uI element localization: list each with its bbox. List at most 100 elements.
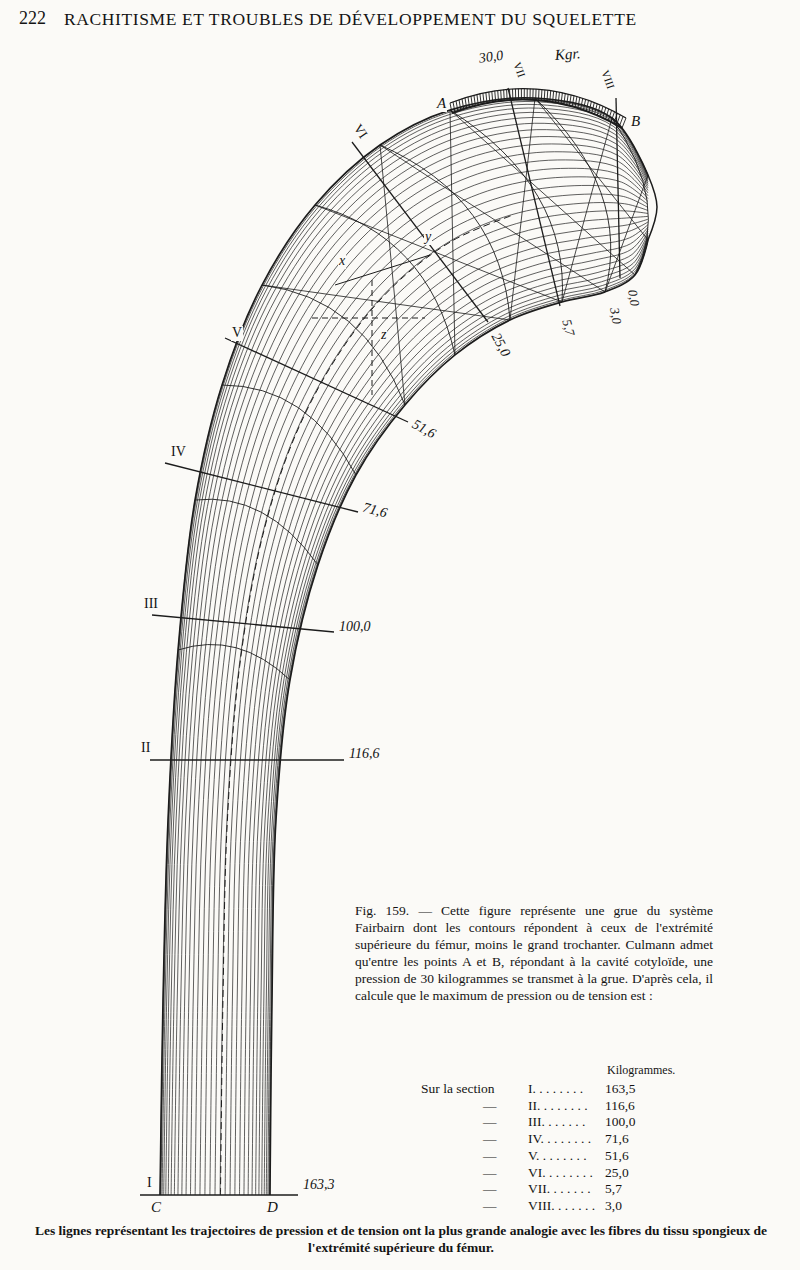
hatch-tick	[589, 101, 591, 112]
point-label: z	[380, 328, 387, 343]
section-lines	[140, 88, 620, 1195]
stress-value: 71,6	[360, 500, 389, 521]
hatch-tick	[503, 90, 505, 101]
stress-value: 71,6	[604, 1132, 630, 1146]
hatch-tick	[468, 97, 470, 107]
hatch-tick	[477, 94, 478, 105]
crane-end	[648, 175, 657, 240]
section-line	[140, 1194, 298, 1195]
hatch-tick	[474, 95, 475, 105]
section-number: I	[146, 1176, 153, 1191]
trajectory-line	[270, 240, 648, 1195]
table-heading: Kilogrammes.	[606, 1064, 676, 1077]
hatch-tick	[483, 93, 484, 104]
hatch-tick	[564, 93, 565, 104]
trajectory-line	[166, 108, 648, 1195]
hatch-tick	[509, 89, 510, 100]
section-line	[150, 759, 344, 760]
hatch-tick	[480, 94, 481, 105]
trajectory-line	[190, 152, 648, 1195]
hatch-tick	[450, 103, 452, 113]
hatch-tick	[529, 89, 530, 100]
trajectory-line	[168, 112, 648, 1195]
hatch-tick	[606, 109, 609, 119]
running-head: RACHITISME ET TROUBLES DE DÉVELOPPEMENT …	[64, 9, 637, 30]
point-label: C	[150, 1200, 162, 1216]
hatch-tick	[532, 89, 533, 100]
cross-line	[195, 499, 318, 565]
load-arc	[450, 89, 626, 118]
hatch-tick	[622, 118, 626, 128]
hatch-tick	[524, 89, 525, 100]
stress-value: 51,6	[604, 1149, 630, 1163]
unit-label: Kgr.	[553, 46, 581, 64]
neutral-axis	[221, 216, 512, 1195]
trajectory-line	[268, 239, 648, 1195]
trajectory-line	[269, 239, 648, 1195]
trajectory-line	[182, 137, 648, 1195]
point-label: A	[436, 96, 447, 112]
trajectory-line	[205, 177, 648, 1195]
cross-line	[262, 285, 405, 405]
hatch-tick	[456, 101, 458, 111]
trajectory-line	[256, 232, 648, 1195]
section-number: IV. . . . . . . .	[527, 1132, 592, 1146]
construction-line	[372, 280, 373, 395]
hatch-tick	[583, 99, 585, 110]
hatch-tick	[518, 89, 519, 100]
fiber-lines	[160, 98, 648, 1195]
trajectory-line	[160, 98, 648, 1195]
table-cell: —	[482, 1182, 498, 1196]
hatch-tick	[535, 89, 536, 100]
point-label: B	[630, 114, 641, 130]
stress-value: 100,0	[604, 1115, 636, 1129]
hatch-tick	[489, 92, 490, 103]
trajectory-line	[162, 101, 648, 1195]
hatch-tick	[515, 89, 516, 100]
hatch-tick	[614, 113, 618, 123]
hatch-tick	[527, 89, 528, 100]
section-line	[152, 615, 334, 632]
hatch-tick	[494, 91, 496, 102]
cross-trajectories	[178, 98, 648, 680]
hatch-tick	[544, 90, 546, 101]
table-cell: —	[482, 1166, 498, 1180]
stress-value: 5,7	[604, 1182, 623, 1196]
hatch-tick	[575, 96, 577, 107]
section-number: V	[231, 326, 243, 341]
table-cell: —	[482, 1132, 498, 1146]
section-number: IV	[170, 445, 187, 460]
hatch-tick	[619, 116, 623, 126]
hatch-tick	[549, 91, 551, 102]
section-line	[165, 463, 358, 512]
trajectory-line	[186, 144, 648, 1195]
stress-value: 0,0	[625, 288, 642, 308]
diagonal-trajectories	[262, 98, 648, 405]
stress-value: 25,0	[604, 1166, 630, 1180]
hatch-tick	[546, 90, 548, 101]
diagonal-line	[605, 175, 648, 292]
trajectory-line	[259, 233, 648, 1195]
section-number: VII. . . . . . .	[527, 1182, 592, 1196]
stress-value: 163,3	[302, 1178, 336, 1193]
table-cell: Sur la section	[420, 1082, 496, 1096]
hatch-tick	[486, 92, 487, 103]
section-number: I. . . . . . . .	[527, 1082, 584, 1096]
stress-value: 100,0	[338, 620, 372, 635]
stress-value: 116,6	[604, 1099, 636, 1113]
hatch-tick	[611, 112, 614, 122]
diagonal-line	[535, 98, 648, 240]
hatch-tick	[453, 102, 455, 112]
section-number: VIII. . . . . . .	[527, 1199, 596, 1213]
section-line	[225, 338, 408, 422]
trajectory-line	[262, 235, 648, 1195]
table-cell: —	[482, 1199, 498, 1213]
load-hatching	[450, 89, 626, 128]
hatch-tick	[462, 99, 464, 109]
hatch-tick	[538, 89, 540, 100]
page-number: 222	[18, 9, 47, 28]
stress-value: 116,6	[348, 747, 380, 762]
trajectory-line	[266, 238, 648, 1195]
